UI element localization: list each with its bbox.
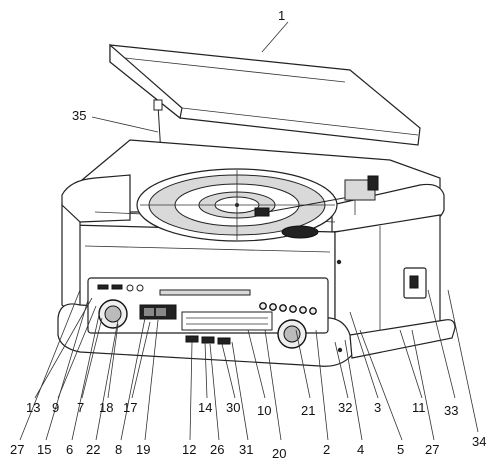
callout-4: 4 (357, 442, 364, 457)
callout-26: 26 (210, 442, 224, 457)
callout-32: 32 (338, 400, 352, 415)
callout-9: 9 (52, 400, 59, 415)
volume-knob (98, 299, 128, 329)
callout-8: 8 (115, 442, 122, 457)
lcd-display (139, 304, 177, 320)
callout-27-right: 27 (425, 442, 439, 457)
leader-lines (19, 21, 479, 441)
callout-34: 34 (472, 434, 486, 449)
callout-17: 17 (123, 400, 137, 415)
callout-27-left: 27 (10, 442, 24, 457)
callout-7: 7 (77, 400, 84, 415)
callout-35: 35 (72, 108, 86, 123)
callout-21: 21 (301, 403, 315, 418)
tonearm (254, 175, 379, 217)
side-jack-panel (403, 267, 427, 299)
callout-10: 10 (257, 403, 271, 418)
callout-6: 6 (66, 442, 73, 457)
callout-13: 13 (26, 400, 40, 415)
callout-11: 11 (412, 400, 426, 415)
tuner-scale (181, 311, 273, 331)
tuning-knob (277, 319, 307, 349)
front-control-panel (87, 277, 329, 349)
callout-22: 22 (86, 442, 100, 457)
callout-14: 14 (198, 400, 212, 415)
callout-30: 30 (226, 400, 240, 415)
callout-33: 33 (444, 403, 458, 418)
callout-1: 1 (278, 8, 285, 23)
callout-31: 31 (239, 442, 253, 457)
callout-18: 18 (99, 400, 113, 415)
callout-19: 19 (136, 442, 150, 457)
turntable-platter (136, 168, 338, 242)
callout-5: 5 (397, 442, 404, 457)
callout-2: 2 (323, 442, 330, 457)
dust-cover-lid (109, 43, 421, 146)
callout-3: 3 (374, 400, 381, 415)
callout-20: 20 (272, 446, 286, 461)
callout-12: 12 (182, 442, 196, 457)
callout-labels: 1 35 13 9 7 18 17 14 30 10 21 32 3 11 33… (10, 8, 486, 461)
callout-15: 15 (37, 442, 51, 457)
button-row (259, 302, 317, 315)
